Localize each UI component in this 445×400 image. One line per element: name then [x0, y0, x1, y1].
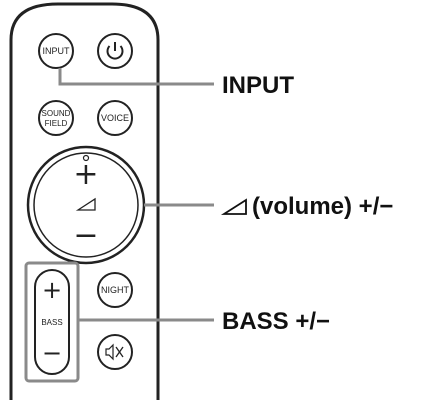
volume-triangle-icon [75, 197, 96, 211]
night-button[interactable]: NIGHT [97, 272, 133, 308]
volume-plus-label: + [73, 157, 98, 192]
sound-field-label-line1: SOUND [42, 109, 71, 118]
volume-dot [82, 154, 90, 162]
bass-rocker[interactable]: + BASS − [34, 269, 70, 375]
volume-minus-label: − [73, 218, 98, 253]
input-button[interactable]: INPUT [38, 33, 74, 69]
volume-dial[interactable]: + − [26, 145, 146, 265]
voice-button[interactable]: VOICE [97, 100, 133, 136]
bass-callout-label: BASS +/− [222, 308, 330, 335]
bass-minus-label: − [42, 339, 62, 367]
mute-icon [105, 343, 124, 361]
bass-plus-label: + [42, 276, 62, 304]
mute-button[interactable] [97, 334, 133, 370]
input-callout-label: INPUT [222, 72, 294, 99]
bass-highlight-box [24, 261, 80, 383]
night-button-label: NIGHT [101, 285, 130, 295]
power-button[interactable] [97, 33, 133, 69]
sound-field-button[interactable]: SOUND FIELD [38, 100, 74, 136]
power-icon [106, 42, 124, 60]
remote-body [9, 2, 160, 400]
volume-triangle-icon [220, 198, 247, 215]
volume-callout-label: (volume) +/− [252, 193, 393, 220]
voice-button-label: VOICE [101, 113, 129, 123]
sound-field-label-line2: FIELD [45, 119, 68, 128]
input-button-label: INPUT [43, 46, 71, 56]
input-leader-line [58, 68, 214, 86]
bass-label: BASS [41, 318, 62, 327]
